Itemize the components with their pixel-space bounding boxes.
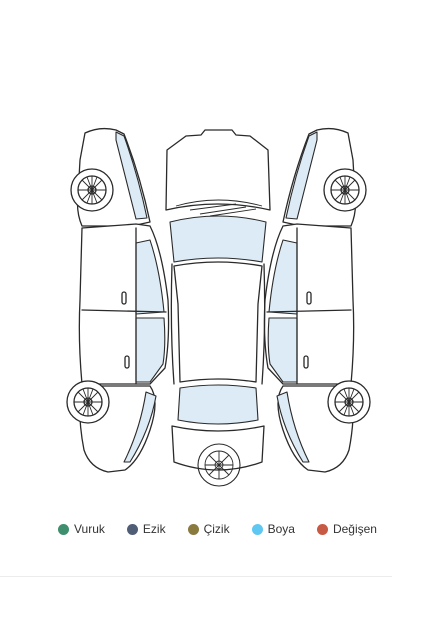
legend-item-ezik: Ezik (127, 522, 166, 536)
right-side-view (264, 129, 370, 472)
legend-label: Vuruk (74, 522, 105, 536)
legend-label: Değişen (333, 522, 377, 536)
roof[interactable] (174, 262, 262, 382)
legend-label: Boya (268, 522, 295, 536)
legend-item-vuruk: Vuruk (58, 522, 105, 536)
windshield[interactable] (170, 216, 266, 262)
cizik-color-dot (188, 524, 199, 535)
rear-window[interactable] (178, 385, 258, 424)
top-view (166, 130, 270, 486)
left-front-door-handle (122, 292, 126, 304)
left-front-wheel[interactable] (71, 169, 113, 211)
left-rear-door-handle (125, 356, 129, 368)
left-side-view (67, 129, 169, 472)
damage-legend: Vuruk Ezik Çizik Boya Değişen (58, 522, 377, 536)
legend-item-degisen: Değişen (317, 522, 377, 536)
legend-label: Ezik (143, 522, 166, 536)
right-front-door-window (269, 240, 297, 314)
left-front-door-window (136, 240, 164, 314)
legend-label: Çizik (204, 522, 230, 536)
right-front-door-handle (307, 292, 311, 304)
right-rear-door-handle (304, 356, 308, 368)
left-rear-wheel[interactable] (67, 381, 109, 423)
boya-color-dot (252, 524, 263, 535)
car-damage-diagram (0, 0, 433, 520)
right-front-wheel[interactable] (324, 169, 366, 211)
vuruk-color-dot (58, 524, 69, 535)
hood[interactable] (166, 130, 270, 210)
ezik-color-dot (127, 524, 138, 535)
divider (0, 576, 392, 577)
legend-item-boya: Boya (252, 522, 295, 536)
right-rear-wheel[interactable] (328, 381, 370, 423)
legend-item-cizik: Çizik (188, 522, 230, 536)
degisen-color-dot (317, 524, 328, 535)
